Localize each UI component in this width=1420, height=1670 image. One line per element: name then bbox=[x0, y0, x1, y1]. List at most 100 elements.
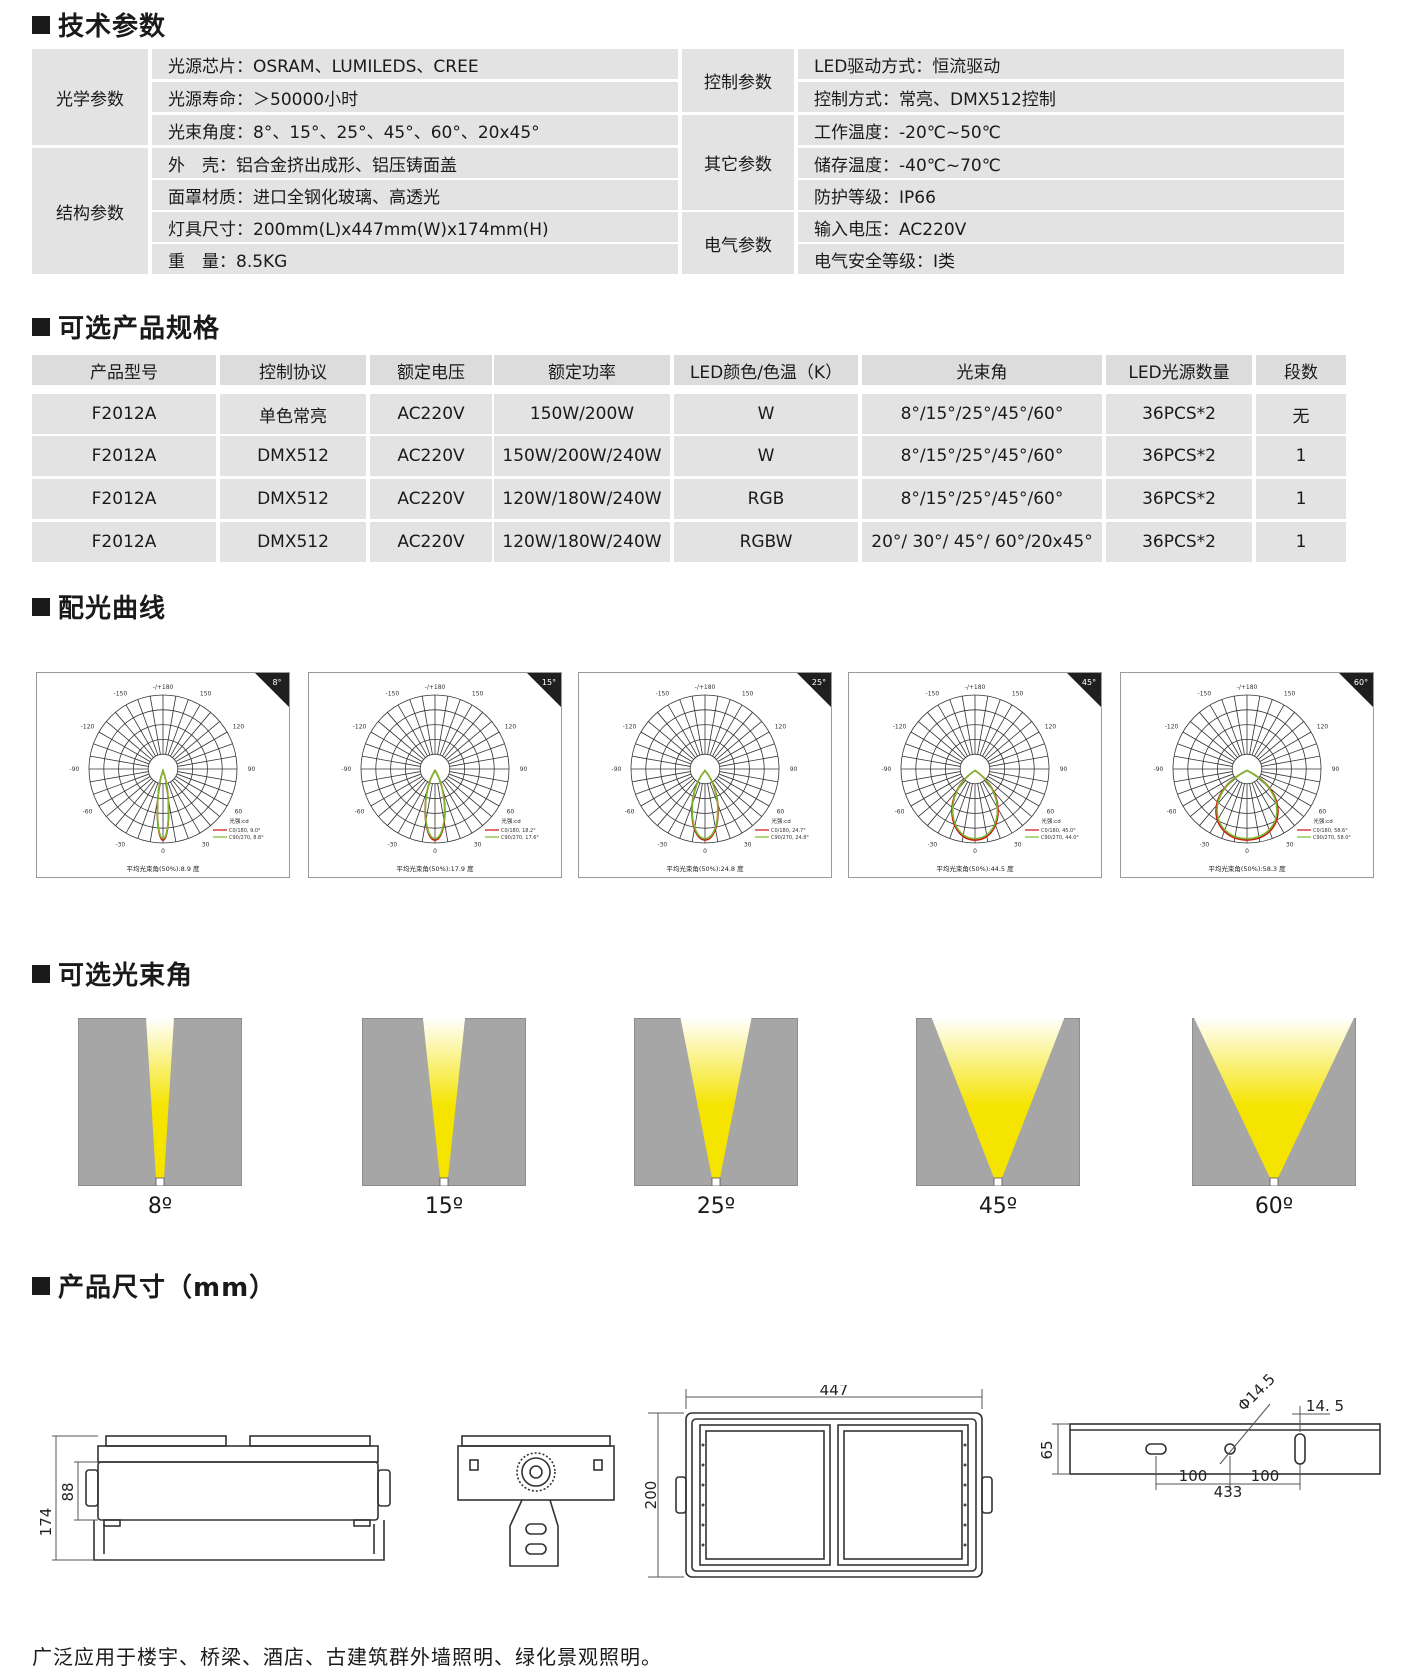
group-optical: 光学参数 bbox=[32, 49, 148, 145]
polar-angle-label: 150 bbox=[472, 691, 484, 698]
polar-angle-label: 90 bbox=[520, 766, 528, 773]
param-cell: 储存温度：-40℃~70℃ bbox=[798, 148, 1344, 178]
polar-angle-label: -150 bbox=[926, 691, 940, 698]
corner-tag-label: 45° bbox=[1082, 678, 1096, 687]
beam-angle-label: 15º bbox=[424, 1194, 464, 1219]
polar-angle-label: 0 bbox=[161, 848, 165, 855]
polar-spoke bbox=[1209, 781, 1240, 834]
spec-cell: 36PCS*2 bbox=[1106, 479, 1252, 519]
polar-spoke bbox=[648, 721, 694, 760]
corner-tag-label: 15° bbox=[542, 678, 556, 687]
corner-tag-icon bbox=[255, 673, 289, 707]
polar-spoke bbox=[387, 780, 426, 826]
polar-spoke bbox=[446, 778, 492, 817]
polar-spoke bbox=[635, 773, 692, 795]
polar-spoke bbox=[170, 704, 201, 757]
beam-angle-label: 25º bbox=[696, 1194, 736, 1219]
front-view-drawing: 447 200 bbox=[644, 1385, 993, 1578]
polar-spoke bbox=[1174, 771, 1233, 783]
polar-angle-label: 120 bbox=[505, 723, 517, 730]
beam-cone-graphic bbox=[915, 1017, 1081, 1187]
section-title-beams: 可选光束角 bbox=[32, 955, 193, 992]
polar-spoke bbox=[988, 743, 1045, 765]
polar-spoke bbox=[988, 773, 1045, 795]
polar-angle-label: 150 bbox=[200, 691, 212, 698]
beam-cone bbox=[1194, 1018, 1354, 1178]
legend-c0: C0/180, 45.0° bbox=[1041, 828, 1076, 834]
polar-angle-label: 60 bbox=[235, 809, 243, 816]
polar-ring bbox=[1231, 753, 1263, 785]
average-beam-angle: 平均光束角(50%):44.5 度 bbox=[936, 864, 1014, 873]
polar-angle-label: -60 bbox=[1167, 809, 1177, 816]
dim-top-hole: Φ14.5 bbox=[1234, 1370, 1279, 1415]
polar-angle-label: -/+180 bbox=[695, 684, 716, 691]
spec-cell: 1 bbox=[1256, 436, 1346, 476]
polar-spoke bbox=[657, 780, 696, 826]
param-cell: 防护等级：IP66 bbox=[798, 180, 1344, 210]
polar-spoke bbox=[989, 755, 1048, 767]
polar-spoke bbox=[632, 755, 691, 767]
polar-spoke bbox=[449, 771, 508, 783]
corner-tag-icon bbox=[797, 673, 831, 707]
legend-c0: C0/180, 18.2° bbox=[501, 828, 536, 834]
beam-angle-label: 45º bbox=[978, 1194, 1018, 1219]
beam-cone-graphic bbox=[1191, 1017, 1357, 1187]
group-structure: 结构参数 bbox=[32, 148, 148, 274]
polar-angle-label: -30 bbox=[657, 841, 667, 848]
dim-top-offset: 14. 5 bbox=[1306, 1397, 1344, 1415]
spec-cell: 120W/180W/240W bbox=[494, 522, 670, 562]
polar-spoke bbox=[439, 699, 461, 756]
group-electrical: 电气参数 bbox=[682, 212, 794, 274]
polar-spoke bbox=[1261, 755, 1320, 767]
spec-header-cell: 额定功率 bbox=[494, 355, 670, 385]
average-beam-angle: 平均光束角(50%):17.9 度 bbox=[396, 864, 474, 873]
spec-cell: RGB bbox=[674, 479, 858, 519]
polar-angle-label: -60 bbox=[83, 809, 93, 816]
polar-spoke bbox=[125, 704, 156, 757]
polar-spoke bbox=[115, 780, 154, 826]
side-view-drawing: 174 88 bbox=[37, 1435, 391, 1561]
polar-angle-label: -60 bbox=[625, 809, 635, 816]
spec-cell: 120W/180W/240W bbox=[494, 479, 670, 519]
polar-spoke bbox=[1251, 699, 1273, 756]
beam-illustration bbox=[915, 1017, 1081, 1187]
polar-spoke bbox=[905, 743, 962, 765]
polar-spoke bbox=[709, 782, 731, 839]
polar-spoke bbox=[902, 771, 961, 783]
polar-spoke bbox=[1258, 721, 1304, 760]
polar-angle-label: -/+180 bbox=[1237, 684, 1258, 691]
polar-spoke bbox=[979, 699, 1001, 756]
polar-spoke bbox=[719, 771, 778, 783]
polar-spoke bbox=[365, 773, 422, 795]
beam-illustration bbox=[361, 1017, 527, 1187]
polar-spoke bbox=[949, 699, 971, 756]
polar-angle-label: -/+180 bbox=[153, 684, 174, 691]
polar-angle-label: 30 bbox=[202, 841, 210, 848]
spec-header-cell: LED颜色/色温（K） bbox=[674, 355, 858, 385]
polar-angle-label: -150 bbox=[386, 691, 400, 698]
polar-spoke bbox=[90, 771, 149, 783]
spec-cell: W bbox=[674, 436, 858, 476]
polar-spoke bbox=[1254, 781, 1285, 834]
spec-cell: 单色常亮 bbox=[220, 394, 366, 434]
param-cell: 控制方式：常亮、DMX512控制 bbox=[798, 82, 1344, 112]
param-cell: 光源芯片：OSRAM、LUMILEDS、CREE bbox=[152, 49, 678, 79]
polar-spoke bbox=[177, 771, 236, 783]
dim-front-width: 447 bbox=[820, 1385, 849, 1399]
polar-ring bbox=[959, 753, 991, 785]
polar-spoke bbox=[106, 721, 152, 760]
polar-spoke bbox=[716, 721, 762, 760]
spec-cell: AC220V bbox=[370, 479, 492, 519]
polar-spoke bbox=[397, 781, 428, 834]
beam-illustration bbox=[1191, 1017, 1357, 1187]
spec-cell: RGBW bbox=[674, 522, 858, 562]
param-cell: 光源寿命：＞50000小时 bbox=[152, 82, 678, 112]
spec-cell: 8°/15°/25°/45°/60° bbox=[862, 394, 1102, 434]
end-view-drawing bbox=[457, 1435, 615, 1567]
dim-front-height: 200 bbox=[644, 1481, 660, 1510]
spec-cell: AC220V bbox=[370, 436, 492, 476]
